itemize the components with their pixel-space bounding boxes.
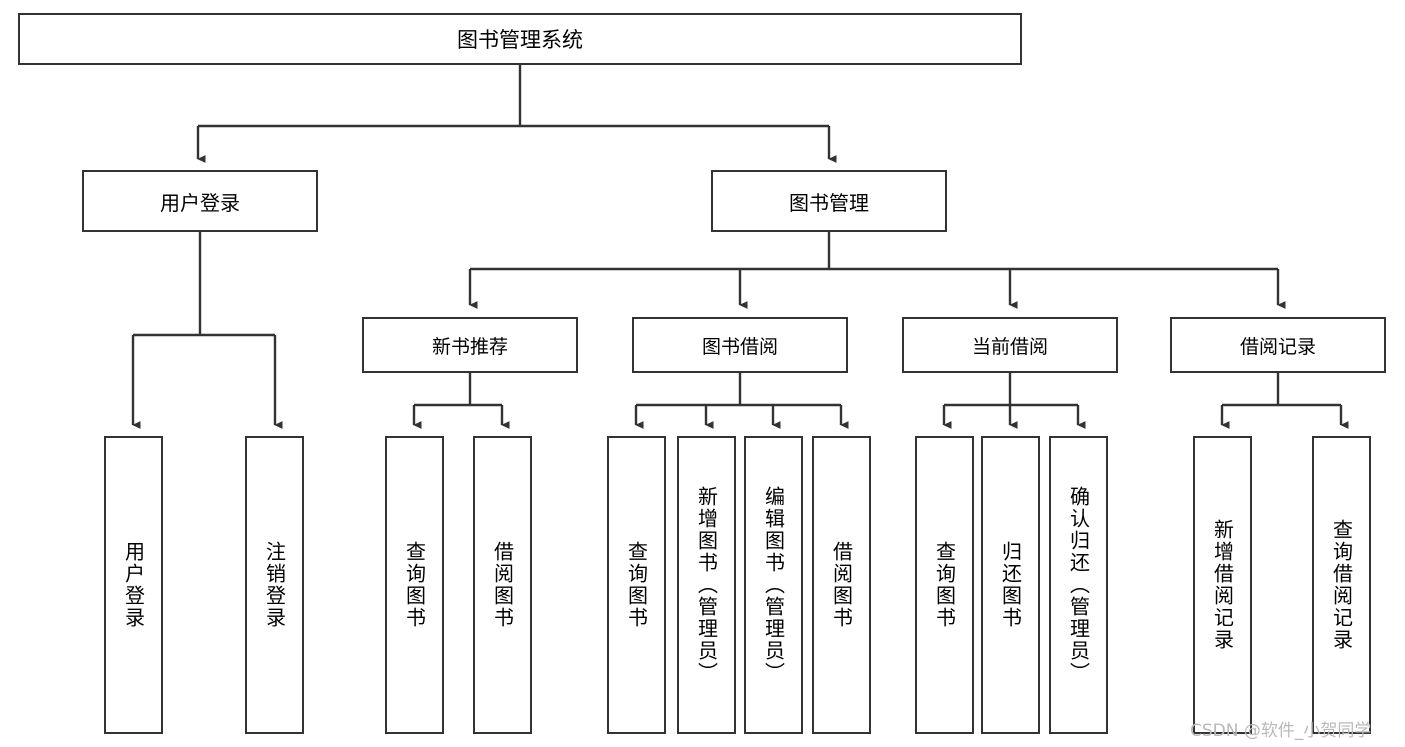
node-label: 注销登录 bbox=[262, 541, 287, 629]
node-book-borrow[interactable]: 图书借阅 bbox=[632, 317, 848, 373]
leaf-query-borrow-record[interactable]: 查询借阅记录 bbox=[1312, 436, 1371, 734]
node-label: 借阅图书 bbox=[490, 541, 515, 629]
leaf-query-book-cb[interactable]: 查询图书 bbox=[915, 436, 974, 734]
node-book-management[interactable]: 图书管理 bbox=[711, 170, 947, 232]
node-borrow-record[interactable]: 借阅记录 bbox=[1170, 317, 1386, 373]
node-label: 借阅记录 bbox=[1239, 335, 1316, 358]
leaf-logout[interactable]: 注销登录 bbox=[245, 436, 304, 734]
node-label: 当前借阅 bbox=[971, 335, 1048, 358]
leaf-borrow-book-nb[interactable]: 借阅图书 bbox=[473, 436, 532, 734]
node-label: 新增借阅记录 bbox=[1210, 519, 1235, 651]
node-label: 查询图书 bbox=[402, 541, 427, 629]
node-current-borrow[interactable]: 当前借阅 bbox=[902, 317, 1118, 373]
node-label: 新增图书（管理员） bbox=[694, 486, 719, 684]
leaf-user-login[interactable]: 用户登录 bbox=[104, 436, 163, 734]
node-label: 归还图书 bbox=[998, 541, 1023, 629]
node-label: 借阅图书 bbox=[829, 541, 854, 629]
node-user-login[interactable]: 用户登录 bbox=[82, 170, 318, 232]
node-label: 用户登录 bbox=[160, 190, 240, 215]
leaf-add-borrow-record[interactable]: 新增借阅记录 bbox=[1193, 436, 1252, 734]
node-label: 查询图书 bbox=[932, 541, 957, 629]
leaf-edit-book-admin[interactable]: 编辑图书（管理员） bbox=[744, 436, 803, 734]
leaf-borrow-book-bb[interactable]: 借阅图书 bbox=[812, 436, 871, 734]
leaf-add-book-admin[interactable]: 新增图书（管理员） bbox=[677, 436, 736, 734]
node-label: 图书管理 bbox=[789, 190, 869, 215]
node-label: 新书推荐 bbox=[431, 335, 508, 358]
node-label: 用户登录 bbox=[121, 541, 146, 629]
node-label: 图书借阅 bbox=[701, 335, 778, 358]
node-label: 查询借阅记录 bbox=[1329, 519, 1354, 651]
leaf-return-book[interactable]: 归还图书 bbox=[981, 436, 1040, 734]
node-label: 确认归还（管理员） bbox=[1066, 486, 1091, 684]
node-label: 图书管理系统 bbox=[457, 28, 583, 52]
leaf-query-book-bb[interactable]: 查询图书 bbox=[607, 436, 666, 734]
node-label: 查询图书 bbox=[624, 541, 649, 629]
leaf-query-book-nb[interactable]: 查询图书 bbox=[385, 436, 444, 734]
leaf-confirm-return-admin[interactable]: 确认归还（管理员） bbox=[1049, 436, 1108, 734]
node-book-management-system[interactable]: 图书管理系统 bbox=[18, 13, 1022, 65]
node-new-book-recommend[interactable]: 新书推荐 bbox=[362, 317, 578, 373]
watermark-text: CSDN @软件_小贺同学 bbox=[1190, 721, 1372, 741]
node-label: 编辑图书（管理员） bbox=[761, 486, 786, 684]
